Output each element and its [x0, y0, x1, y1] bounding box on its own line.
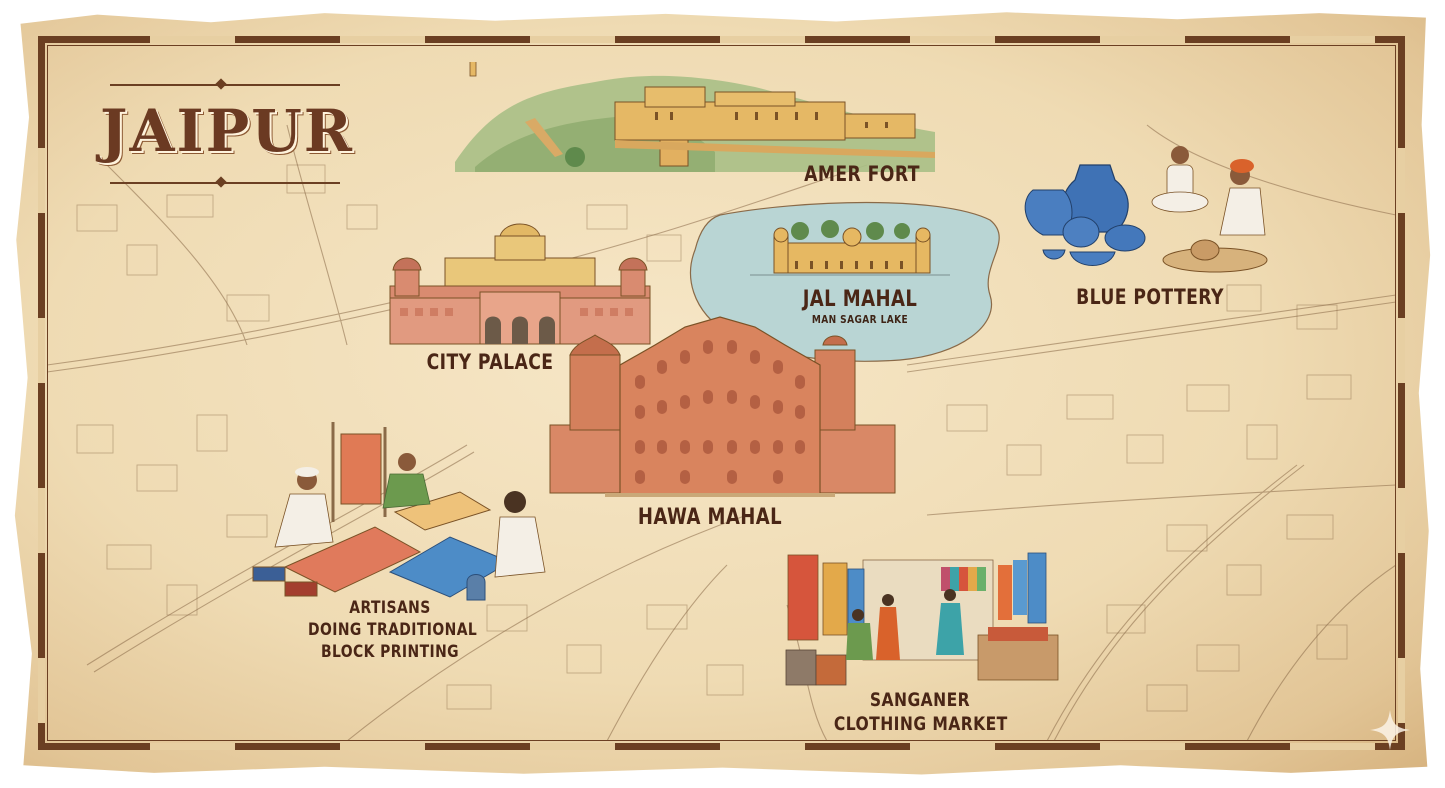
- fort-on-hills-icon: [455, 62, 935, 172]
- landmark-label-jal-mahal: JAL MAHAL: [802, 287, 918, 312]
- landmark-label-amer-fort: AMER FORT: [804, 162, 920, 186]
- landmark-label-city-palace: CITY PALACE: [426, 350, 554, 374]
- landmark-label-hawa-mahal: HAWA MAHAL: [637, 505, 783, 530]
- landmark-sublabel-man-sagar-lake: MAN SAGAR LAKE: [811, 313, 909, 326]
- palace-icon: [389, 223, 651, 345]
- label-line: BLOCK PRINTING: [320, 642, 460, 662]
- water-palace-icon: [689, 201, 1000, 362]
- diamond-ornament-icon: [215, 78, 227, 90]
- block-printing-artisans-icon: [252, 422, 546, 601]
- landmark-label-blue-pottery: BLUE POTTERY: [1076, 285, 1224, 309]
- palace-of-winds-icon: [549, 316, 896, 497]
- label-line: DOING TRADITIONAL: [308, 620, 478, 640]
- border-dash-bottom: [45, 743, 1398, 750]
- title-rule-bottom: [110, 176, 340, 188]
- map-title: JAIPUR: [100, 97, 354, 165]
- border-dash-left: [38, 43, 45, 743]
- label-line: CLOTHING MARKET: [833, 713, 1008, 735]
- landmark-label-block-printing: ARTISANS DOING TRADITIONAL BLOCK PRINTIN…: [308, 597, 478, 663]
- border-dash-right: [1398, 43, 1405, 743]
- landmark-label-sanganer-market: SANGANER CLOTHING MARKET: [833, 688, 1008, 736]
- textile-market-icon: [785, 552, 1059, 686]
- map-border-inner-line: [47, 45, 1396, 741]
- sparkle-icon: [1370, 710, 1410, 750]
- label-line: ARTISANS: [349, 598, 431, 618]
- title-rule-top: [110, 78, 340, 90]
- label-line: SANGANER: [869, 689, 971, 711]
- blue-pottery-artisans-icon: [1024, 146, 1268, 273]
- map-title-block: JAIPUR: [100, 78, 354, 188]
- border-dash-top: [45, 36, 1398, 43]
